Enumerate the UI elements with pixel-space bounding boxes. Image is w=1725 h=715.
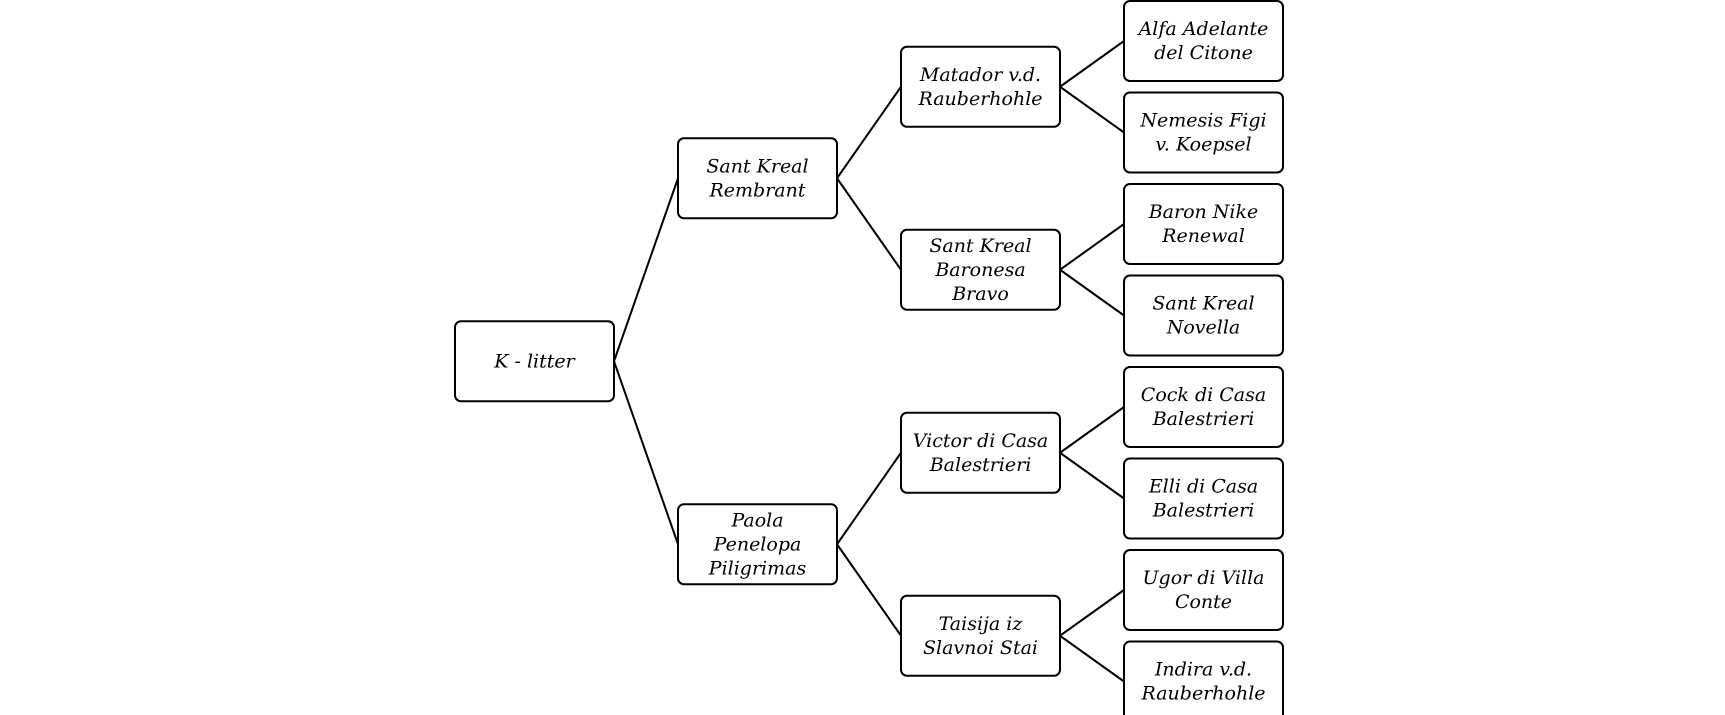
node-box — [677, 137, 838, 220]
edge-sire-dam-to-sire-dam-sire — [1059, 223, 1125, 271]
node-box — [1123, 366, 1284, 448]
edge-litter-to-dam — [613, 360, 679, 545]
node-label-line: Cock di Casa — [1141, 384, 1266, 406]
edge-sire-to-sire-dam — [836, 177, 902, 271]
pedigree-node-sire-sire: Matador v.d.Rauberhohle — [900, 45, 1061, 128]
edge-sire-sire-to-sire-sire-sire — [1059, 40, 1125, 88]
node-box — [1123, 549, 1284, 631]
edge-dam-dam-to-dam-dam-sire — [1059, 589, 1125, 637]
node-label-line: Slavnoi Stai — [923, 637, 1038, 659]
node-label-line: del Citone — [1154, 42, 1253, 64]
node-label-line: Sant Kreal — [929, 235, 1031, 257]
node-box — [1123, 0, 1284, 82]
edge-sire-dam-to-sire-dam-dam — [1059, 268, 1125, 317]
node-label-line: Matador v.d. — [919, 64, 1041, 86]
node-label-line: Sant Kreal — [1152, 293, 1254, 315]
node-box — [900, 411, 1061, 494]
node-label-line: Renewal — [1161, 225, 1245, 247]
node-box — [1123, 457, 1284, 540]
node-label-line: Indira v.d. — [1154, 659, 1252, 681]
node-label-line: Alfa Adelante — [1137, 18, 1269, 40]
node-label-line: Piligrimas — [708, 557, 807, 579]
node-label-line: Baron Nike — [1148, 201, 1259, 223]
edge-dam-to-dam-sire — [836, 452, 902, 545]
node-box — [1123, 91, 1284, 174]
node-label-line: Sant Kreal — [706, 155, 808, 177]
node-label-line: Balestrieri — [929, 454, 1032, 476]
edge-dam-sire-to-dam-sire-sire — [1059, 406, 1125, 454]
edge-dam-to-dam-dam — [836, 543, 902, 637]
pedigree-node-dam-dam-dam: Indira v.d.Rauberhohle — [1123, 640, 1284, 715]
pedigree-node-litter: K - litter — [454, 320, 615, 403]
node-label-line: Conte — [1175, 591, 1232, 613]
node-label-line: Baronesa — [934, 259, 1025, 281]
node-label-line: Rauberhohle — [917, 88, 1042, 110]
edge-sire-to-sire-sire — [836, 86, 902, 179]
node-box — [900, 594, 1061, 677]
node-label-line: Novella — [1166, 317, 1241, 339]
node-label-line: Taisija iz — [939, 613, 1024, 635]
node-label-line: Ugor di Villa — [1143, 567, 1265, 589]
node-box — [454, 320, 615, 403]
node-label-line: v. Koepsel — [1155, 134, 1251, 156]
node-label-line: Rauberhohle — [1140, 683, 1265, 705]
node-label-line: Rembrant — [708, 179, 805, 201]
node-box — [900, 45, 1061, 128]
node-box — [900, 228, 1061, 311]
node-box — [1123, 183, 1284, 265]
edge-dam-sire-to-dam-sire-dam — [1059, 451, 1125, 500]
node-label-line: Balestrieri — [1152, 408, 1255, 430]
node-label-line: Paola — [730, 509, 783, 531]
node-label-line: K - litter — [493, 350, 576, 372]
node-label-line: Nemesis Figi — [1139, 110, 1266, 132]
node-label-line: Bravo — [951, 283, 1009, 305]
edge-sire-sire-to-sire-sire-dam — [1059, 85, 1125, 134]
node-label-line: Penelopa — [713, 533, 802, 555]
node-label-line: Balestrieri — [1152, 500, 1255, 522]
edge-litter-to-sire — [613, 177, 679, 362]
edge-dam-dam-to-dam-dam-dam — [1059, 634, 1125, 683]
node-box — [1123, 640, 1284, 715]
node-box — [1123, 274, 1284, 357]
tree-edges — [613, 40, 1125, 683]
node-label-line: Elli di Casa — [1148, 476, 1258, 498]
node-box — [677, 503, 838, 586]
node-label-line: Victor di Casa — [913, 430, 1049, 452]
